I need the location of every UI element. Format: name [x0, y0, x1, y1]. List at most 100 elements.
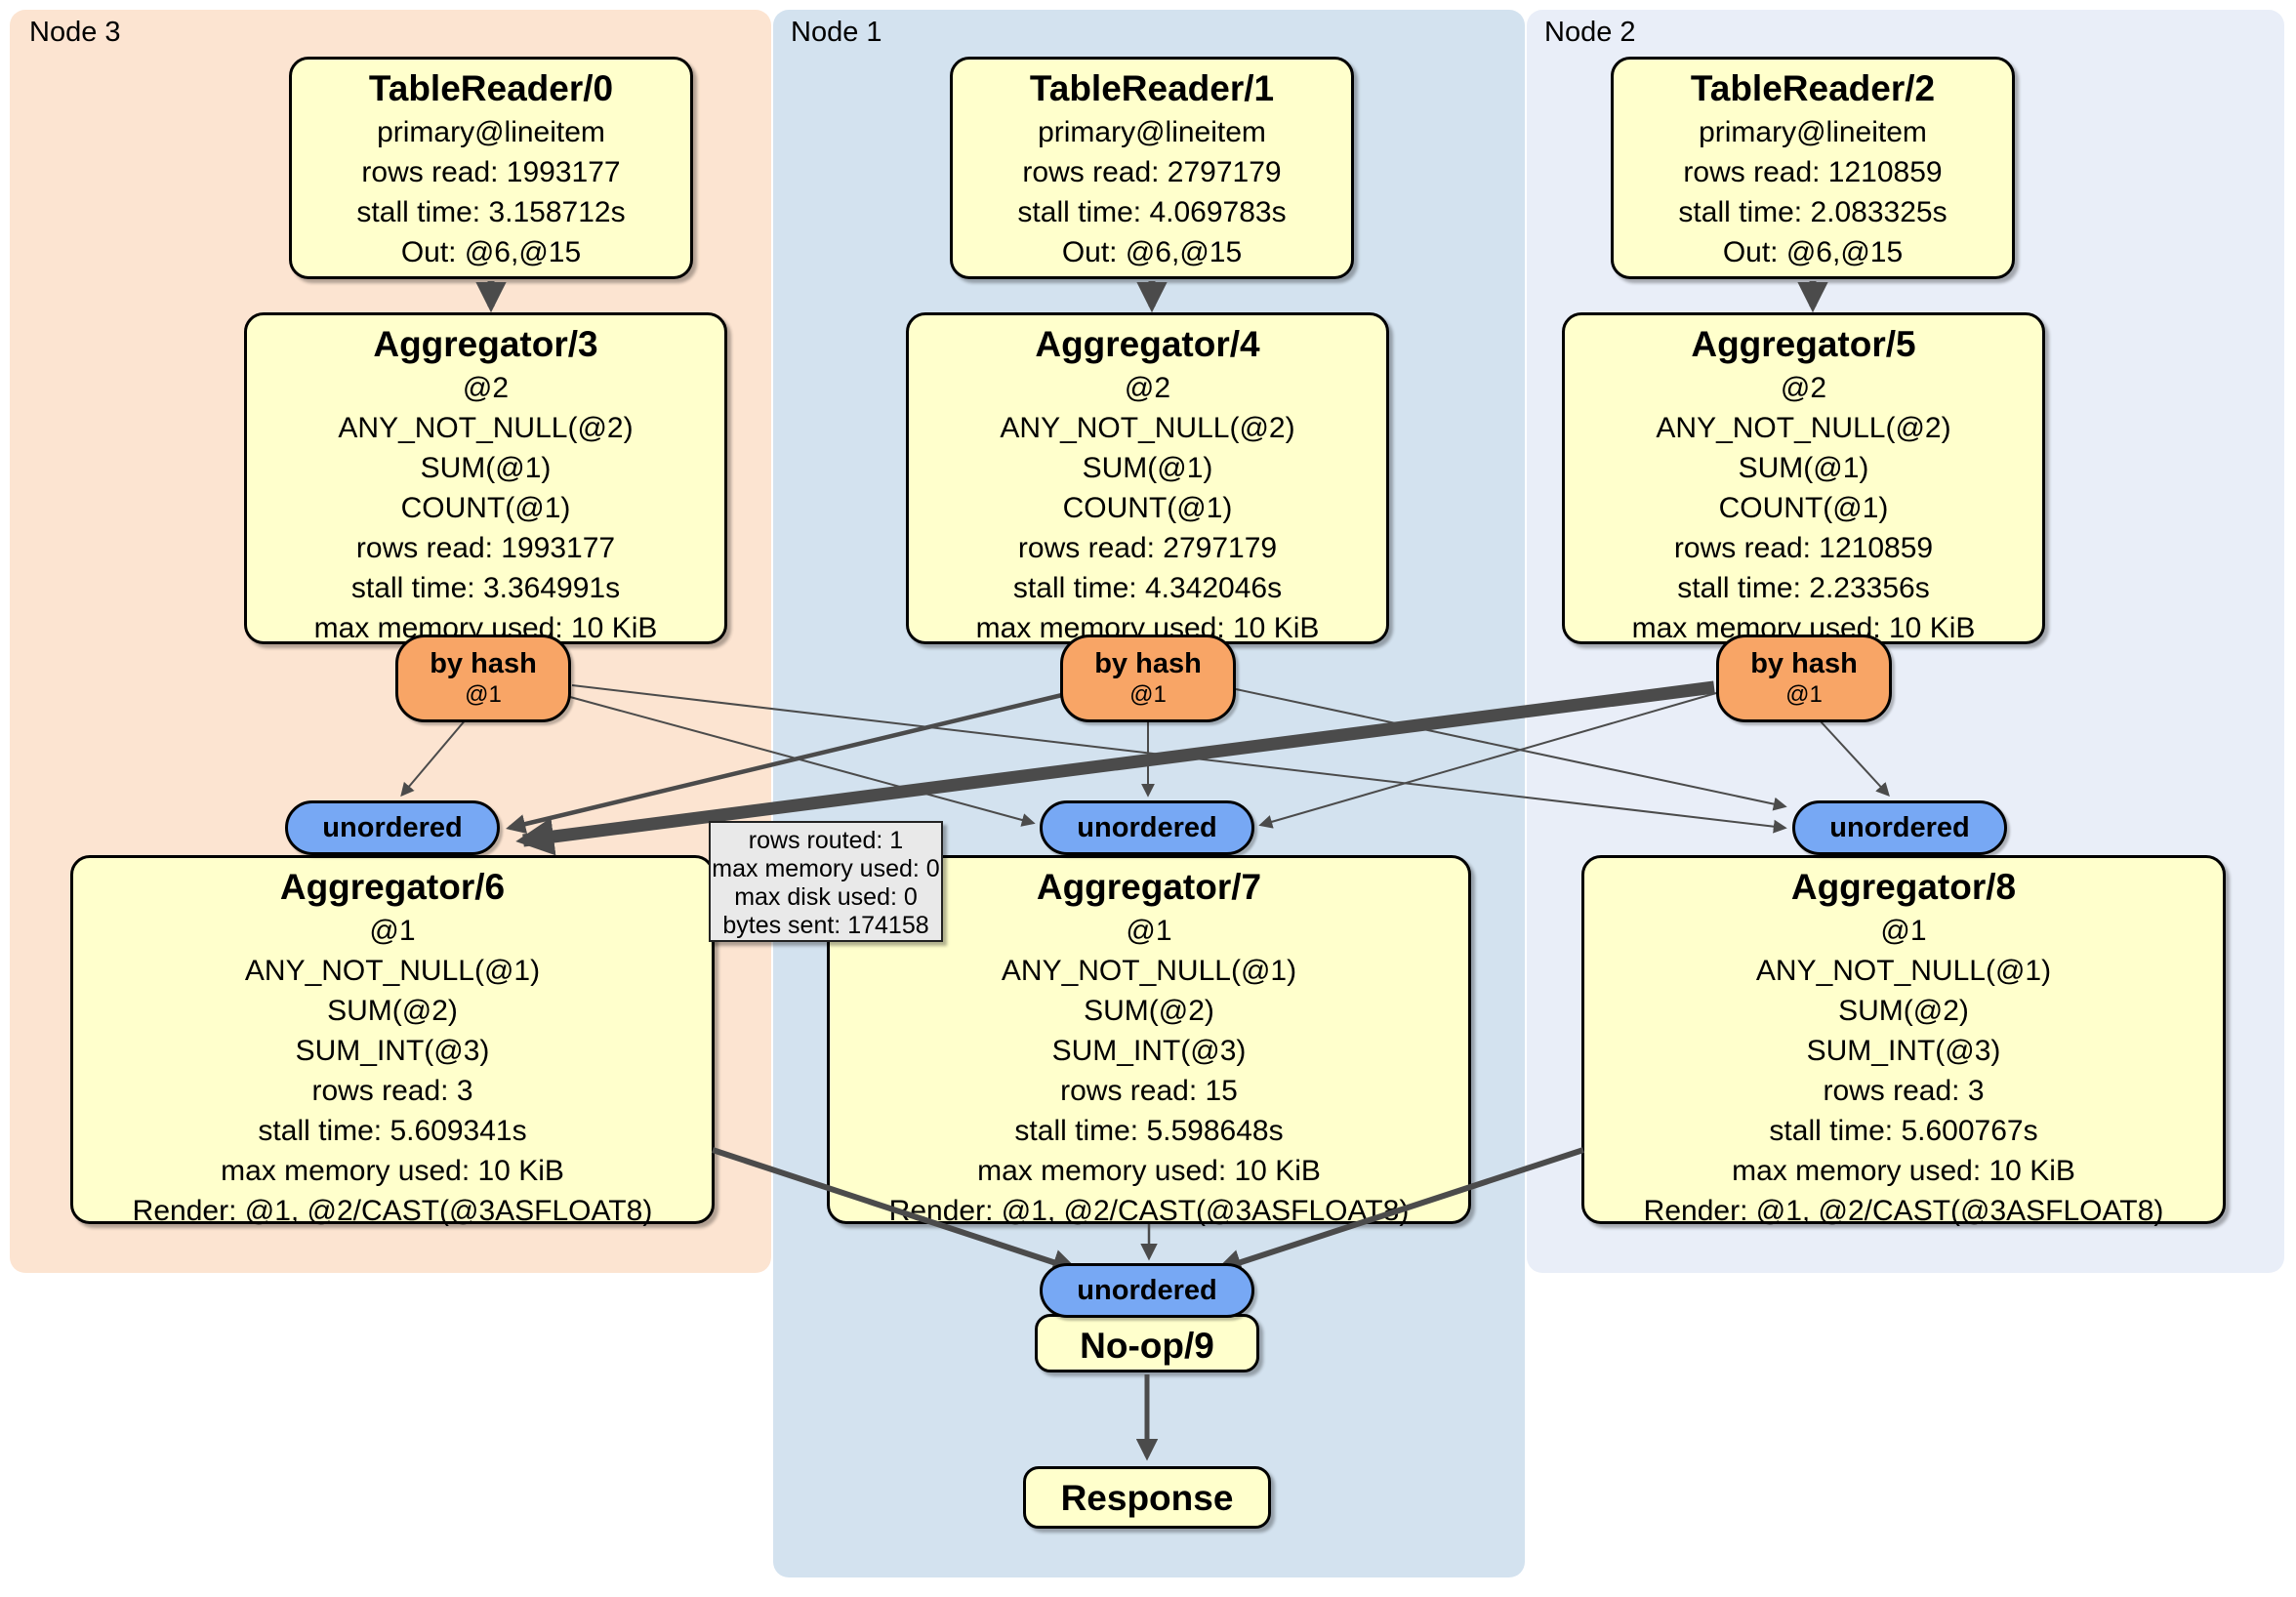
hash-router-key: @1 [1129, 681, 1167, 708]
plan-node-line: COUNT(@1) [1062, 492, 1233, 524]
plan-node-line: @2 [1124, 372, 1171, 404]
edge-stats-tooltip: rows routed: 1 max memory used: 0 max di… [709, 821, 943, 942]
hash-router-2[interactable]: by hash @1 [1060, 635, 1236, 722]
edge-agg6-final-unordered[interactable] [712, 1147, 1080, 1276]
plan-node-line: rows read: 1993177 [355, 532, 616, 564]
plan-node-line: SUM(@2) [1084, 995, 1214, 1027]
plan-node-title: Aggregator/4 [1035, 324, 1260, 364]
plan-node-line: @1 [369, 915, 416, 947]
plan-node-line: primary@lineitem [1038, 116, 1266, 148]
plan-node-line: Out: @6,@15 [1722, 236, 1904, 268]
tooltip-line: max memory used: 0 [712, 855, 940, 882]
tooltip-line: bytes sent: 174158 [722, 912, 929, 939]
edge-hash2-unordered3[interactable] [1235, 688, 1787, 811]
plan-node-line: rows read: 1210859 [1683, 156, 1943, 188]
plan-node-line: stall time: 5.609341s [258, 1115, 527, 1147]
plan-node-tablereader-0[interactable]: TableReader/0 primary@lineitem rows read… [289, 57, 693, 279]
plan-node-line: COUNT(@1) [1718, 492, 1889, 524]
hash-router-1[interactable]: by hash @1 [395, 635, 571, 722]
plan-node-line: Out: @6,@15 [400, 236, 582, 268]
plan-node-title: Aggregator/6 [279, 867, 506, 907]
plan-node-line: stall time: 5.598648s [1014, 1115, 1284, 1147]
plan-node-line: max memory used: 10 KiB [977, 1155, 1321, 1187]
edge-hash3-unordered2[interactable] [1258, 692, 1717, 829]
plan-node-line: ANY_NOT_NULL(@1) [1001, 955, 1297, 987]
plan-node-line: @2 [462, 372, 510, 404]
plan-node-line: primary@lineitem [1699, 116, 1927, 148]
plan-node-title: TableReader/1 [1029, 68, 1275, 108]
plan-node-line: ANY_NOT_NULL(@2) [1656, 412, 1951, 444]
plan-node-line: rows read: 3 [1823, 1075, 1985, 1107]
plan-node-aggregator-8[interactable]: Aggregator/8 @1 ANY_NOT_NULL(@1) SUM(@2)… [1581, 855, 2226, 1227]
hash-router-key: @1 [465, 681, 502, 708]
unordered-sync-3[interactable]: unordered [1792, 800, 2007, 855]
plan-node-title: TableReader/0 [368, 68, 614, 108]
edge-hash1-unordered2[interactable] [569, 696, 1036, 827]
plan-node-line: SUM(@1) [420, 452, 552, 484]
plan-node-line: stall time: 3.364991s [350, 572, 621, 604]
tooltip-line: rows routed: 1 [748, 827, 904, 854]
plan-node-line: SUM(@2) [327, 995, 458, 1027]
plan-node-line: rows read: 3 [311, 1075, 473, 1107]
edge-hash2-unordered1[interactable] [506, 692, 1063, 835]
plan-node-line: ANY_NOT_NULL(@1) [1755, 955, 2052, 987]
plan-node-title: Aggregator/7 [1036, 867, 1262, 907]
plan-node-aggregator-5[interactable]: Aggregator/5 @2 ANY_NOT_NULL(@2) SUM(@1)… [1562, 312, 2045, 644]
plan-node-line: stall time: 4.069783s [1017, 196, 1287, 228]
plan-node-line: max memory used: 10 KiB [1732, 1155, 2075, 1187]
plan-node-line: @2 [1780, 372, 1827, 404]
plan-node-tablereader-1[interactable]: TableReader/1 primary@lineitem rows read… [950, 57, 1354, 279]
node2-label: Node 2 [1544, 17, 1636, 48]
plan-node-line: SUM_INT(@3) [1051, 1035, 1247, 1067]
hash-router-label: by hash [1750, 648, 1858, 679]
plan-node-line: SUM_INT(@3) [295, 1035, 490, 1067]
edge-hash3-unordered3[interactable] [1819, 719, 1890, 798]
plan-node-line: Render: @1, @2/CAST(@3ASFLOAT8) [1643, 1195, 2164, 1227]
plan-node-line: rows read: 1993177 [361, 156, 621, 188]
edge-agg8-final-unordered[interactable] [1214, 1147, 1584, 1276]
plan-node-title: Aggregator/8 [1790, 867, 2017, 907]
hash-router-label: by hash [1094, 648, 1202, 679]
plan-node-line: stall time: 4.342046s [1012, 572, 1283, 604]
plan-node-noop-9[interactable]: No-op/9 [1035, 1314, 1259, 1372]
plan-node-line: primary@lineitem [377, 116, 605, 148]
plan-node-title: TableReader/2 [1690, 68, 1936, 108]
plan-node-title: No-op/9 [1080, 1326, 1214, 1366]
plan-node-title: Aggregator/3 [373, 324, 598, 364]
plan-node-title: Response [1060, 1478, 1234, 1518]
plan-node-line: rows read: 15 [1060, 1075, 1238, 1107]
tooltip-line: max disk used: 0 [734, 883, 918, 911]
plan-node-line: @1 [1126, 915, 1172, 947]
hash-router-3[interactable]: by hash @1 [1716, 635, 1892, 722]
plan-node-line: stall time: 5.600767s [1769, 1115, 2038, 1147]
plan-node-line: stall time: 2.23356s [1677, 572, 1930, 604]
plan-node-response[interactable]: Response [1023, 1466, 1271, 1529]
plan-node-line: rows read: 2797179 [1017, 532, 1278, 564]
plan-node-line: max memory used: 10 KiB [221, 1155, 564, 1187]
plan-node-line: Render: @1, @2/CAST(@3ASFLOAT8) [888, 1195, 1410, 1227]
plan-node-tablereader-2[interactable]: TableReader/2 primary@lineitem rows read… [1611, 57, 2015, 279]
plan-node-line: SUM_INT(@3) [1806, 1035, 2001, 1067]
unordered-sync-1[interactable]: unordered [285, 800, 500, 855]
plan-node-line: stall time: 2.083325s [1678, 196, 1948, 228]
edge-hash1-unordered1[interactable] [400, 717, 468, 798]
node3-label: Node 3 [29, 17, 121, 48]
plan-node-line: SUM(@2) [1838, 995, 1969, 1027]
plan-node-line: rows read: 2797179 [1022, 156, 1282, 188]
unordered-sync-2[interactable]: unordered [1040, 800, 1254, 855]
plan-node-line: COUNT(@1) [400, 492, 571, 524]
plan-node-title: Aggregator/5 [1691, 324, 1916, 364]
hash-router-label: by hash [430, 648, 537, 679]
plan-node-line: rows read: 1210859 [1673, 532, 1934, 564]
hash-router-key: @1 [1785, 681, 1823, 708]
edge-hash3-unordered1[interactable] [515, 680, 1715, 856]
plan-node-line: Render: @1, @2/CAST(@3ASFLOAT8) [132, 1195, 653, 1227]
plan-node-aggregator-6[interactable]: Aggregator/6 @1 ANY_NOT_NULL(@1) SUM(@2)… [70, 855, 715, 1227]
plan-node-line: ANY_NOT_NULL(@2) [1000, 412, 1295, 444]
plan-node-line: SUM(@1) [1082, 452, 1213, 484]
plan-node-line: @1 [1880, 915, 1927, 947]
unordered-sync-final[interactable]: unordered [1040, 1263, 1254, 1318]
node1-label: Node 1 [791, 17, 882, 48]
